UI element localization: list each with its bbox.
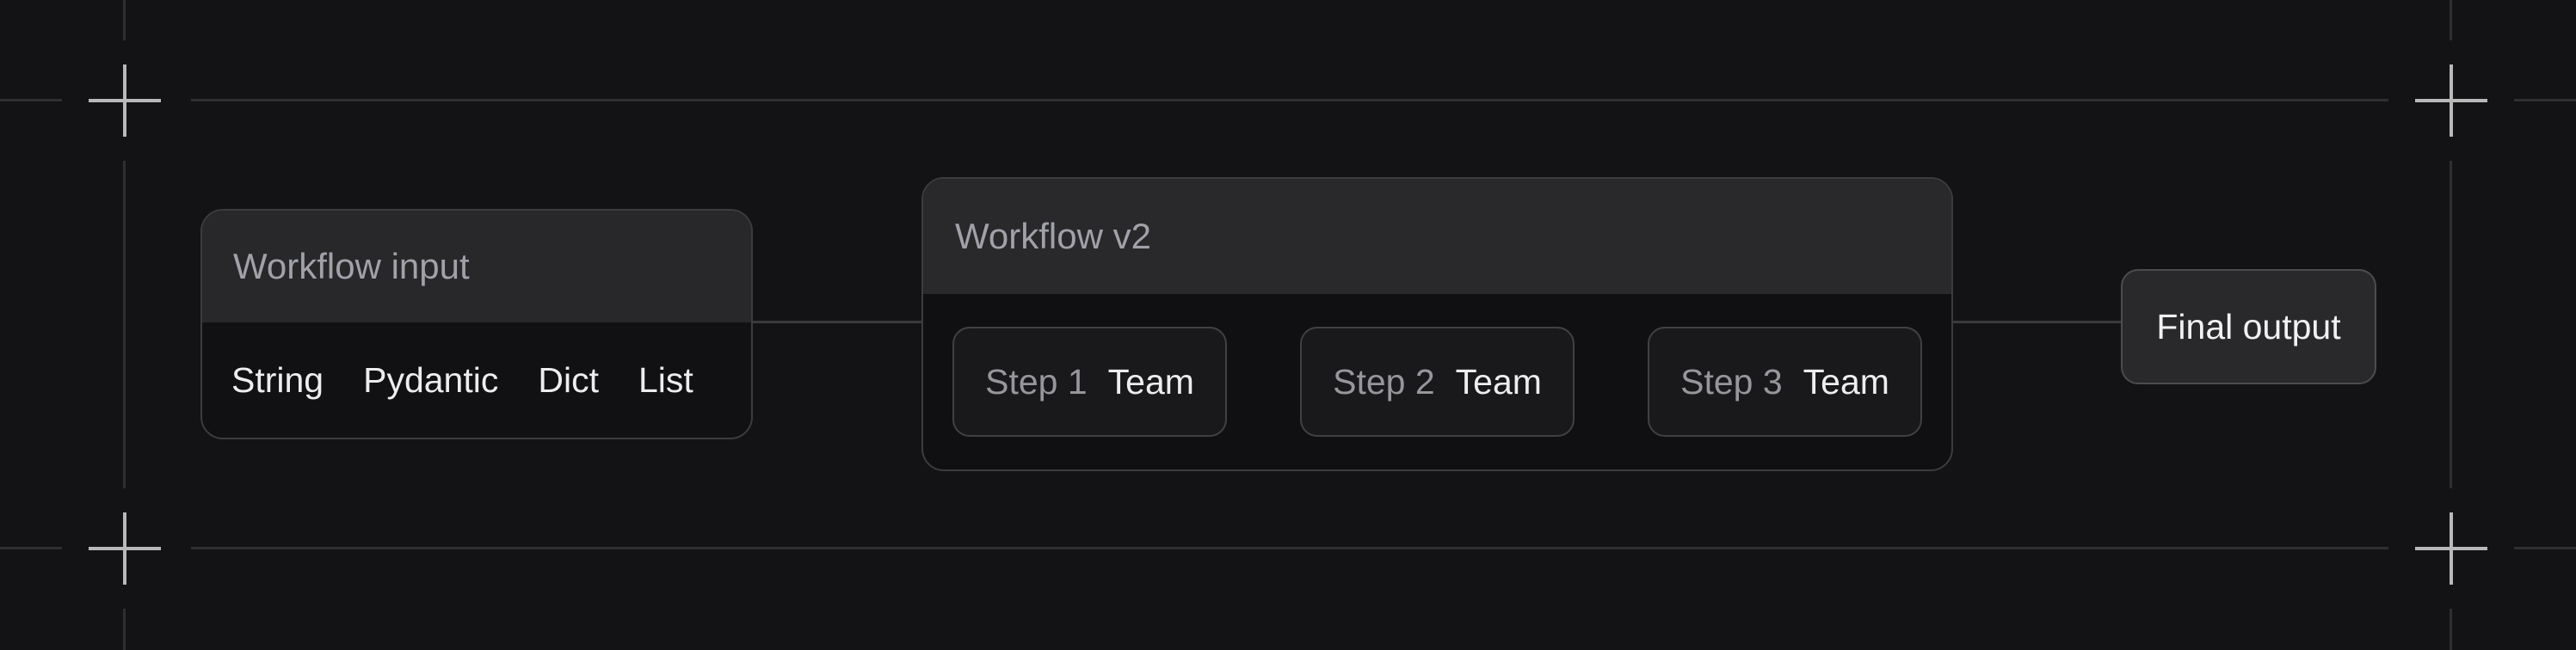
frame-line-bottom bbox=[191, 547, 2388, 549]
frame-line-right bbox=[2450, 161, 2452, 488]
workflow-v2-title: Workflow v2 bbox=[955, 216, 1151, 256]
workflow-input-body: String Pydantic Dict List bbox=[202, 322, 751, 438]
crosshair-bar bbox=[2450, 64, 2453, 137]
input-type-item: String bbox=[231, 359, 324, 400]
frame-line-left bbox=[123, 0, 126, 40]
workflow-input-node[interactable]: Workflow input String Pydantic Dict List bbox=[200, 209, 753, 439]
input-type-item: Pydantic bbox=[363, 359, 499, 400]
workflow-v2-body: Step 1 Team Step 2 Team Step 3 Team bbox=[923, 294, 1951, 469]
crosshair-icon bbox=[89, 512, 161, 585]
workflow-input-title: Workflow input bbox=[233, 246, 470, 286]
frame-line-top bbox=[191, 99, 2388, 101]
frame-line-bottom bbox=[2514, 547, 2576, 549]
step-value: Team bbox=[1455, 361, 1542, 402]
step-value: Team bbox=[1107, 361, 1194, 402]
step-value: Team bbox=[1803, 361, 1889, 402]
frame-line-left bbox=[123, 609, 126, 650]
input-type-item: Dict bbox=[538, 359, 599, 400]
crosshair-bar bbox=[123, 512, 126, 585]
input-type-item: List bbox=[638, 359, 693, 400]
crosshair-icon bbox=[2415, 64, 2487, 137]
step-3-box[interactable]: Step 3 Team bbox=[1648, 327, 1922, 437]
frame-line-right bbox=[2450, 609, 2452, 650]
crosshair-icon bbox=[89, 64, 161, 137]
crosshair-icon bbox=[2415, 512, 2487, 585]
crosshair-bar bbox=[123, 64, 126, 137]
step-label: Step 2 bbox=[1333, 361, 1435, 402]
step-label: Step 1 bbox=[985, 361, 1088, 402]
step-1-box[interactable]: Step 1 Team bbox=[952, 327, 1227, 437]
final-output-node[interactable]: Final output bbox=[2121, 269, 2376, 384]
connector-input-to-workflow bbox=[753, 321, 923, 323]
frame-line-top bbox=[0, 99, 62, 101]
frame-line-bottom bbox=[0, 547, 62, 549]
connector-workflow-to-output bbox=[1951, 321, 2123, 323]
frame-line-left bbox=[123, 161, 126, 488]
step-label: Step 3 bbox=[1680, 361, 1783, 402]
final-output-label: Final output bbox=[2156, 306, 2341, 346]
workflow-input-header: Workflow input bbox=[202, 211, 751, 322]
workflow-v2-header: Workflow v2 bbox=[923, 179, 1951, 294]
frame-line-top bbox=[2514, 99, 2576, 101]
crosshair-bar bbox=[2450, 512, 2453, 585]
frame-line-right bbox=[2450, 0, 2452, 40]
workflow-v2-node[interactable]: Workflow v2 Step 1 Team Step 2 Team Step… bbox=[921, 177, 1953, 471]
step-2-box[interactable]: Step 2 Team bbox=[1300, 327, 1575, 437]
